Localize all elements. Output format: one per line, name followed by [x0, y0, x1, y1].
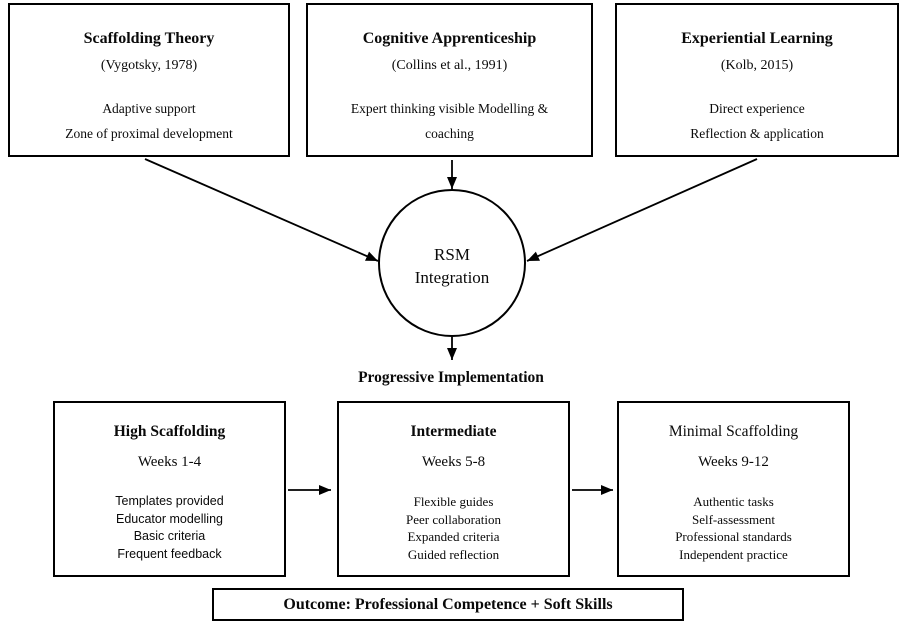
phase-point: Professional standards — [675, 529, 792, 544]
phase-box-intermediate: Intermediate Weeks 5-8 Flexible guides P… — [337, 401, 570, 577]
theory-point: Zone of proximal development — [65, 126, 233, 141]
theory-title: Cognitive Apprenticeship — [362, 30, 537, 47]
phase-point: Self-assessment — [691, 511, 776, 527]
phase-point: Basic criteria — [133, 529, 206, 543]
theory-point: coaching — [425, 126, 474, 141]
phase-weeks: Weeks 5-8 — [421, 454, 486, 470]
theory-title: Scaffolding Theory — [83, 30, 215, 47]
outcome-label: Outcome: Professional Competence + Soft … — [283, 595, 613, 613]
outcome-box: Outcome: Professional Competence + Soft … — [212, 588, 684, 621]
arrow-scaffolding-to-hub — [144, 158, 379, 262]
phase-point: Frequent feedback — [117, 546, 222, 561]
theory-box-scaffolding: Scaffolding Theory (Vygotsky, 1978) Adap… — [8, 3, 290, 157]
arrow-experiential-to-hub — [526, 158, 758, 262]
phase-box-minimal-scaffolding: Minimal Scaffolding Weeks 9-12 Authentic… — [617, 401, 850, 577]
phase-point: Peer collaboration — [406, 511, 501, 527]
phase-weeks: Weeks 1-4 — [137, 454, 202, 470]
phase-point: Authentic tasks — [693, 494, 774, 509]
phase-title: High Scaffolding — [113, 423, 226, 440]
phase-point: Guided reflection — [407, 546, 500, 562]
phase-point: Templates provided — [115, 494, 224, 508]
theory-citation: (Vygotsky, 1978) — [100, 58, 198, 73]
theory-title: Experiential Learning — [681, 30, 833, 47]
stage-label: Progressive Implementation — [358, 369, 544, 386]
theory-point: Adaptive support — [102, 101, 196, 116]
theory-point: Reflection & application — [690, 126, 824, 141]
phase-title: Intermediate — [410, 423, 497, 440]
hub-label-line2: Integration — [414, 268, 490, 287]
phase-point: Flexible guides — [413, 494, 494, 509]
theory-citation: (Collins et al., 1991) — [391, 58, 508, 73]
theory-point: Expert thinking visible Modelling & — [350, 101, 549, 116]
phase-box-high-scaffolding: High Scaffolding Weeks 1-4 Templates pro… — [53, 401, 286, 577]
phase-point: Educator modelling — [115, 511, 223, 526]
phase-weeks: Weeks 9-12 — [698, 454, 769, 470]
theory-points: Adaptive support Zone of proximal develo… — [10, 96, 288, 146]
phase-title: Minimal Scaffolding — [668, 423, 799, 440]
phase-points: Flexible guides Peer collaboration Expan… — [339, 493, 568, 563]
hub-circle — [378, 189, 526, 337]
hub-label-line1: RSM — [434, 245, 470, 264]
theory-point: Direct experience — [709, 101, 805, 116]
theory-points: Direct experience Reflection & applicati… — [617, 96, 897, 146]
phase-points: Authentic tasks Self-assessment Professi… — [619, 493, 848, 563]
phase-point: Expanded criteria — [407, 529, 500, 544]
theory-box-experiential-learning: Experiential Learning (Kolb, 2015) Direc… — [615, 3, 899, 157]
theory-box-cognitive-apprenticeship: Cognitive Apprenticeship (Collins et al.… — [306, 3, 593, 157]
phase-point: Independent practice — [679, 546, 788, 562]
theory-citation: (Kolb, 2015) — [720, 58, 794, 73]
phase-points: Templates provided Educator modelling Ba… — [55, 493, 284, 563]
theory-points: Expert thinking visible Modelling & coac… — [308, 96, 591, 146]
hub-label: RSM Integration — [382, 243, 522, 289]
